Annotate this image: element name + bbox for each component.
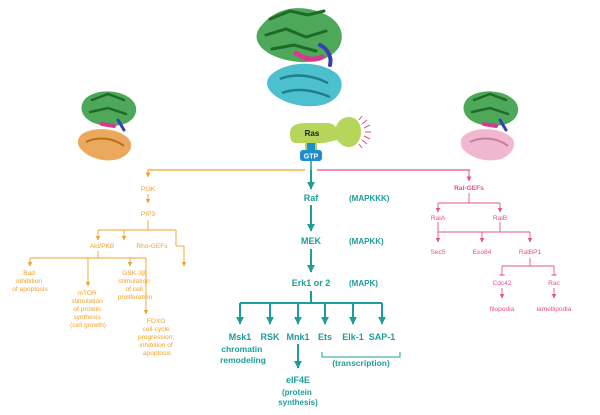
msk1-role: chromatin remodeling (220, 344, 266, 365)
sec5-label: Sec5 (430, 249, 445, 256)
eif4e-role: (protein synthesis) (278, 388, 318, 407)
cdc42-label: Cdc42 (492, 280, 511, 287)
rac-label: Rac (548, 280, 560, 287)
mek-label: MEK (301, 236, 322, 246)
ras-pi3k-complex-structure-icon (77, 91, 137, 161)
akt-pkb-label: Akt/PKB (90, 243, 115, 250)
ras-label: Ras (305, 129, 320, 138)
filopodia-label: filopodia (490, 306, 515, 313)
gtp-label: GTP (304, 154, 319, 161)
ralgef-branch: Ral-GEFs RalA RalB Sec5 Exo84 RalBP1 Cdc… (430, 185, 571, 313)
bad-effect: Bad inhibition of apoptosis (12, 270, 48, 293)
rho-gefs-label: Rho-GEFs (136, 243, 168, 250)
rala-label: RalA (431, 215, 446, 222)
target-sap1: SAP-1 (369, 332, 396, 342)
eif4e-label: eIF4E (286, 375, 310, 385)
pi3k-label: PI3K (141, 186, 156, 193)
erk-label: Erk1 or 2 (292, 278, 331, 288)
mapk-branch: Raf (MAPKKK) MEK (MAPKK) Erk1 or 2 (MAPK… (220, 193, 401, 407)
target-elk1: Elk-1 (342, 332, 364, 342)
pip3-label: PIP3 (141, 211, 156, 218)
target-msk1: Msk1 (229, 332, 252, 342)
target-mnk1: Mnk1 (286, 332, 309, 342)
target-ets: Ets (318, 332, 332, 342)
ral-gefs-label: Ral-GEFs (454, 185, 484, 192)
pi3k-branch: PI3K PIP3 Akt/PKB Rho-GEFs Bad inhibitio… (12, 186, 187, 357)
ras-gtp-membrane-icon: Ras GTP (290, 115, 371, 161)
foxo-effect: FOXO cell-cycle progression; inhibition … (138, 318, 176, 357)
raf-label: Raf (304, 193, 320, 203)
transcription-label: (transcription) (332, 358, 390, 368)
exo84-label: Exo84 (473, 249, 492, 256)
gsk3b-effect: GSK-3β stimulation of cell proliferation (118, 270, 153, 301)
raf-level-label: (MAPKKK) (349, 194, 390, 203)
lamellipodia-label: lamellipodia (537, 306, 572, 313)
target-rsk: RSK (260, 332, 280, 342)
erk-level-label: (MAPK) (349, 279, 378, 288)
ralb-label: RalB (493, 215, 508, 222)
ras-ralgef-complex-structure-icon (460, 91, 519, 161)
ras-protein-structure-icon (256, 8, 342, 107)
mtor-effect: mTOR stimulation of protein synthesis (c… (70, 290, 106, 329)
mek-level-label: (MAPKK) (349, 237, 384, 246)
ralbp1-label: RalBP1 (519, 249, 542, 256)
